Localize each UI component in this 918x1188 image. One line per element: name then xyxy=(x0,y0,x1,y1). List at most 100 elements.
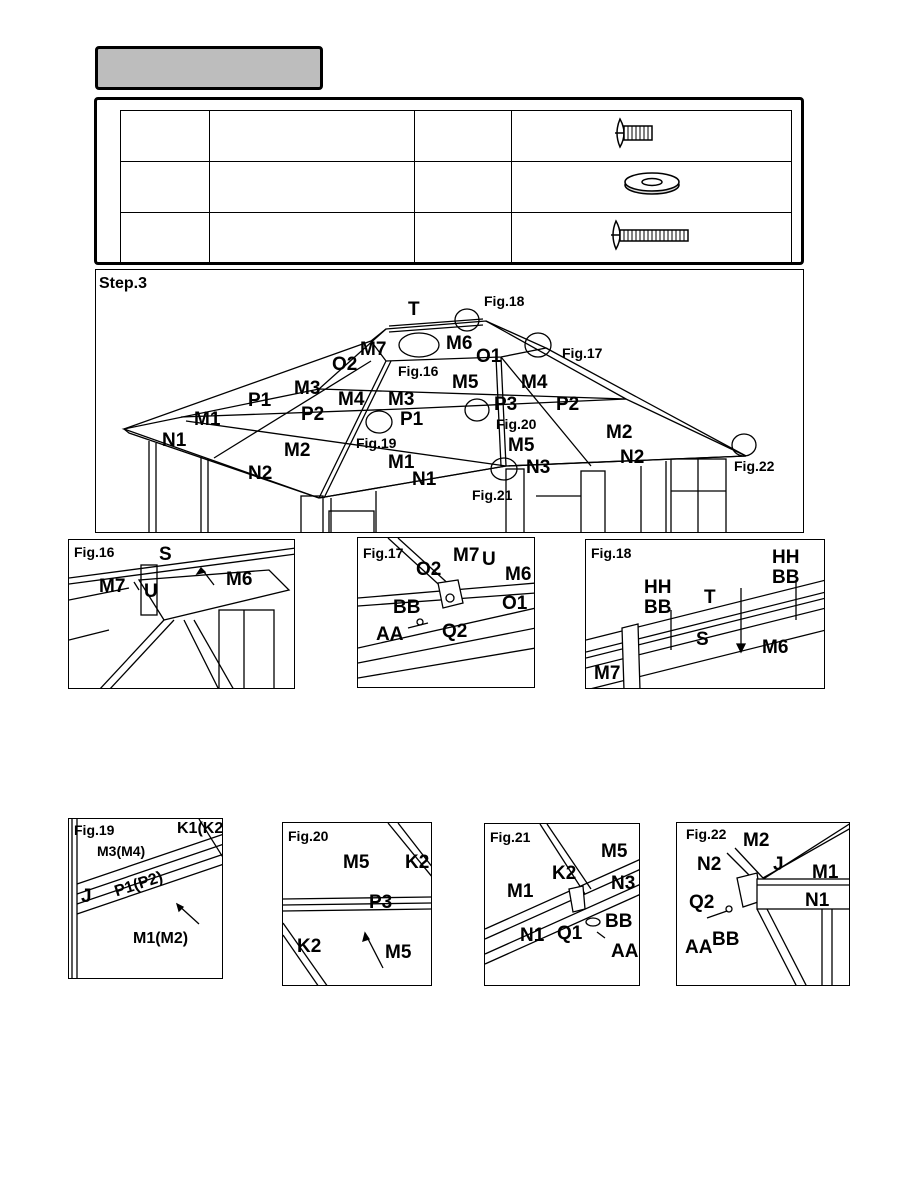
fig18-label-HH2: HH xyxy=(644,577,672,598)
fig17-label-M7: M7 xyxy=(453,545,480,566)
fig22-label-N1: N1 xyxy=(805,890,830,911)
fig19-panel: Fig.19 K1(K2) M3(M4) J P1(P2) M1(M2) xyxy=(68,818,223,979)
parts-table xyxy=(120,110,792,264)
fig18-label-BB2: BB xyxy=(644,597,672,618)
fig22-label-BB: BB xyxy=(712,929,740,950)
fig20-label-K2a: K2 xyxy=(405,852,430,873)
step-title: Step.3 xyxy=(99,275,148,292)
label-fig17: Fig.17 xyxy=(562,345,603,361)
fig16-drawing xyxy=(69,547,294,688)
fig18-label-M6: M6 xyxy=(762,637,789,658)
fig20-title: Fig.20 xyxy=(288,828,329,844)
fig22-title: Fig.22 xyxy=(686,826,727,842)
fig22-label-AA: AA xyxy=(685,937,713,958)
fig16-panel: Fig.16 S M7 U M6 xyxy=(68,539,295,689)
label-fig18: Fig.18 xyxy=(484,293,525,309)
fig19-label-M1: M1(M2) xyxy=(133,930,189,947)
label-fig16: Fig.16 xyxy=(398,363,439,379)
label-fig19: Fig.19 xyxy=(356,435,397,451)
label-M1b: M1 xyxy=(388,452,415,473)
fig20-panel: Fig.20 M5 K2 P3 K2 M5 xyxy=(282,822,432,986)
label-M5a: M5 xyxy=(452,372,479,393)
label-M4a: M4 xyxy=(521,372,548,393)
fig17-label-BB: BB xyxy=(393,597,421,618)
fig21-label-N3: N3 xyxy=(611,873,636,894)
fig16-title: Fig.16 xyxy=(74,544,115,560)
label-P3: P3 xyxy=(494,394,518,415)
parts-box xyxy=(94,97,804,265)
fig22-label-N2: N2 xyxy=(697,854,722,875)
label-P2b: P2 xyxy=(556,394,580,415)
screw-short-icon xyxy=(615,117,653,149)
label-P2a: P2 xyxy=(301,404,325,425)
label-O1: O1 xyxy=(476,346,502,367)
label-M2a: M2 xyxy=(284,440,311,461)
fig19-drawing xyxy=(71,819,222,978)
label-N2a: N2 xyxy=(248,463,273,484)
fig17-drawing xyxy=(358,538,534,679)
label-M3a: M3 xyxy=(294,378,321,399)
fig18-title: Fig.18 xyxy=(591,545,632,561)
fig20-label-M5b: M5 xyxy=(385,942,412,963)
table-row xyxy=(120,212,792,264)
fig21-label-M1: M1 xyxy=(507,881,534,902)
fig17-label-AA: AA xyxy=(376,624,404,645)
fig22-panel: Fig.22 M2 N2 J M1 Q2 N1 AA BB xyxy=(676,822,850,986)
fig20-drawing xyxy=(283,823,431,985)
fig20-label-K2b: K2 xyxy=(297,936,322,957)
washer-icon xyxy=(624,172,680,195)
fig19-label-J: J xyxy=(81,886,92,907)
label-P1b: P1 xyxy=(400,409,424,430)
fig18-label-S: S xyxy=(696,629,709,650)
fig22-label-M2: M2 xyxy=(743,830,770,851)
table-row xyxy=(120,110,792,162)
fig21-label-BB: BB xyxy=(605,911,633,932)
fig16-label-S: S xyxy=(159,544,172,565)
section-header-tab xyxy=(95,46,323,90)
fig19-label-K1: K1(K2) xyxy=(177,820,223,837)
fig18-panel: Fig.18 HH BB HH BB T S M6 M7 xyxy=(585,539,825,689)
label-M3b: M3 xyxy=(388,389,415,410)
label-M5b: M5 xyxy=(508,435,535,456)
label-fig20: Fig.20 xyxy=(496,416,537,432)
fig21-label-AA: AA xyxy=(611,941,639,962)
fig21-label-M5: M5 xyxy=(601,841,628,862)
label-fig22: Fig.22 xyxy=(734,458,775,474)
label-T: T xyxy=(408,299,420,320)
label-O2: O2 xyxy=(332,354,358,375)
fig17-label-O2: O2 xyxy=(416,559,442,580)
fig22-drawing xyxy=(706,823,849,985)
fig16-label-M7: M7 xyxy=(99,576,126,597)
label-N1b: N1 xyxy=(412,469,437,490)
fig20-label-M5a: M5 xyxy=(343,852,370,873)
fig22-label-Q2: Q2 xyxy=(689,892,715,913)
label-N3: N3 xyxy=(526,457,551,478)
fig18-label-T: T xyxy=(704,587,716,608)
fig19-label-M3: M3(M4) xyxy=(97,843,146,859)
label-M4b: M4 xyxy=(338,389,365,410)
screw-long-icon xyxy=(611,219,689,251)
label-fig21: Fig.21 xyxy=(472,487,513,503)
table-row xyxy=(120,161,792,213)
fig17-label-Q2: Q2 xyxy=(442,621,468,642)
fig22-label-J: J xyxy=(773,854,784,875)
fig21-drawing xyxy=(485,824,639,965)
fig17-panel: Fig.17 O2 M7 U M6 BB O1 AA Q2 xyxy=(357,537,535,688)
label-N1a: N1 xyxy=(162,430,187,451)
fig22-label-M1: M1 xyxy=(812,862,839,883)
fig17-label-O1: O1 xyxy=(502,593,528,614)
fig16-label-U: U xyxy=(144,581,158,602)
fig21-label-Q1: Q1 xyxy=(557,923,583,944)
fig17-title: Fig.17 xyxy=(363,545,404,561)
fig16-label-M6: M6 xyxy=(226,569,253,590)
label-P1a: P1 xyxy=(248,390,272,411)
fig19-title: Fig.19 xyxy=(74,822,115,838)
fig21-panel: Fig.21 M5 K2 M1 N3 N1 Q1 BB AA xyxy=(484,823,640,986)
gazebo-roof-drawing xyxy=(121,308,757,532)
label-M1a: M1 xyxy=(194,409,221,430)
label-M2b: M2 xyxy=(606,422,633,443)
fig18-label-M7: M7 xyxy=(594,663,621,684)
fig21-label-K2: K2 xyxy=(552,863,577,884)
label-M6: M6 xyxy=(446,333,473,354)
step-3-diagram: Step.3 T Fig.18 M7 M6 O2 O1 Fig.17 Fig.1… xyxy=(95,269,804,533)
